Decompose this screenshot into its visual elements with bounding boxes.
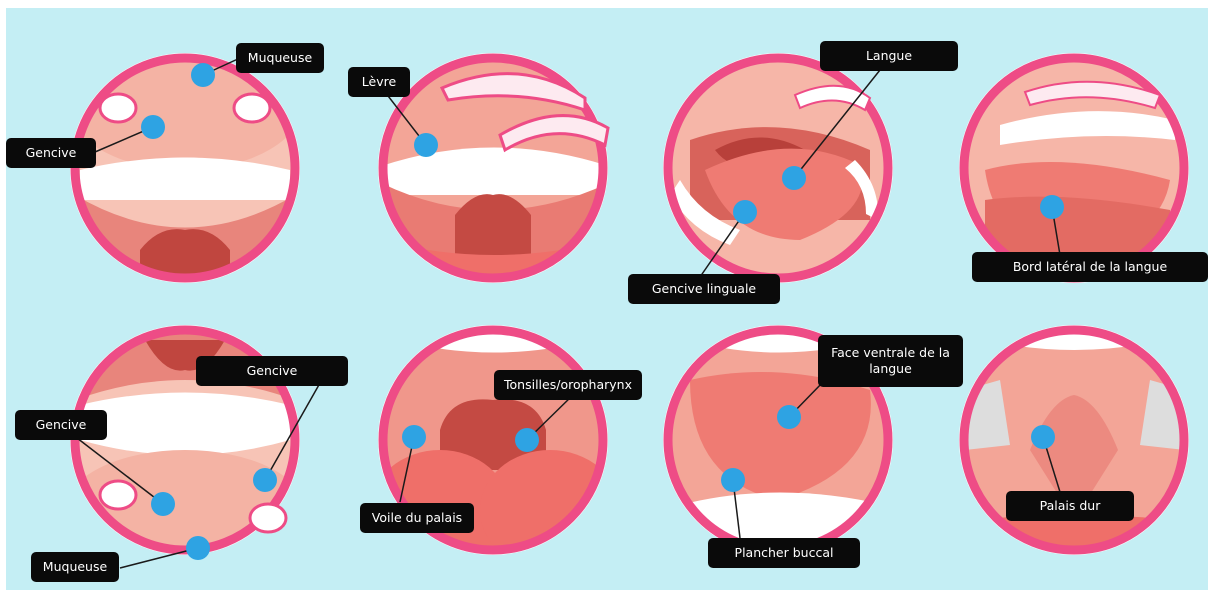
label-gencive-linguale: Gencive linguale [628, 274, 780, 304]
label-muqueuse: Muqueuse [236, 43, 324, 73]
label-tonsilles: Tonsilles/oropharynx [494, 370, 642, 400]
label-plancher-buccal: Plancher buccal [708, 538, 860, 568]
mouth-circle-8 [955, 320, 1205, 560]
marker-p3-gencive-linguale [733, 200, 757, 224]
marker-p1-muqueuse [191, 63, 215, 87]
marker-p7-plancher [721, 468, 745, 492]
marker-p2-levre [414, 133, 438, 157]
marker-p3-langue [782, 166, 806, 190]
label-langue: Langue [820, 41, 958, 71]
marker-p8-palais-dur [1031, 425, 1055, 449]
marker-p7-face-ventrale [777, 405, 801, 429]
marker-p6-tonsilles [515, 428, 539, 452]
label-gencive-haut: Gencive [196, 356, 348, 386]
marker-p6-voile [402, 425, 426, 449]
label-gencive: Gencive [6, 138, 96, 168]
label-voile-du-palais: Voile du palais [360, 503, 474, 533]
marker-p4-bord-lateral [1040, 195, 1064, 219]
marker-p5-gencive-gauche [151, 492, 175, 516]
label-palais-dur: Palais dur [1006, 491, 1134, 521]
label-levre: Lèvre [348, 67, 410, 97]
marker-p1-gencive [141, 115, 165, 139]
label-gencive-gauche: Gencive [15, 410, 107, 440]
label-face-ventrale: Face ventrale de la langue [818, 335, 963, 387]
marker-p5-gencive-haut [253, 468, 277, 492]
label-muqueuse-bas: Muqueuse [31, 552, 119, 582]
label-bord-lateral: Bord latéral de la langue [972, 252, 1208, 282]
marker-p5-muqueuse [186, 536, 210, 560]
